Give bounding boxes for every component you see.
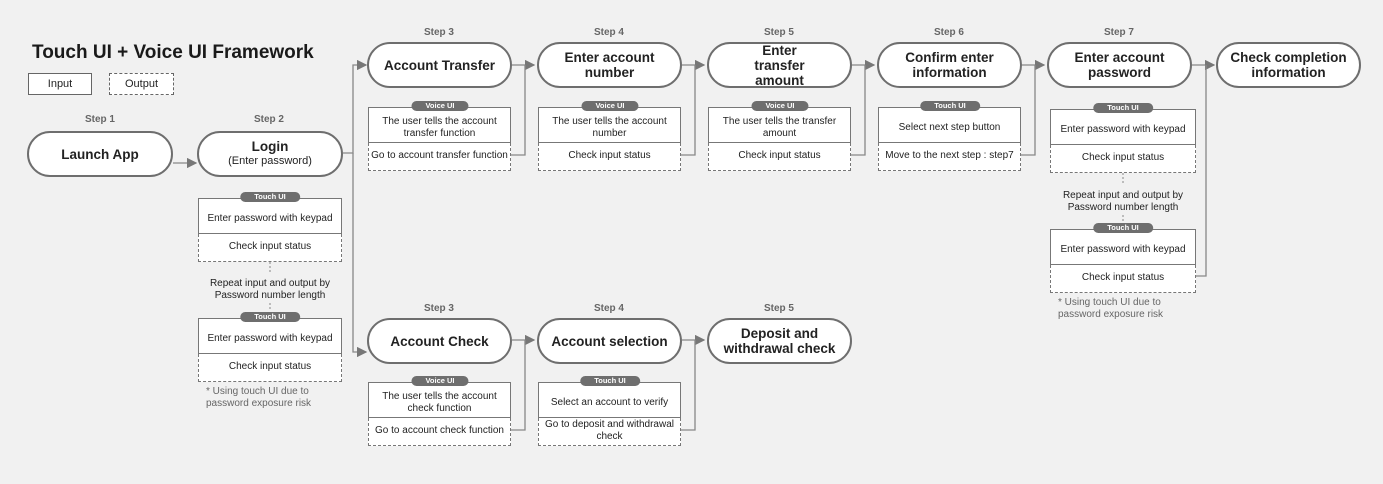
card-account-check: The user tells the account check functio… (368, 382, 511, 446)
node-deposit-withdrawal: Deposit and withdrawal check (707, 318, 852, 364)
card-password-bottom: Enter password with keypad Check input s… (1050, 229, 1196, 293)
card-output: Check input status (708, 142, 851, 171)
card-output: Check input status (1050, 264, 1196, 293)
card-output: Go to deposit and withdrawal check (538, 417, 681, 446)
card-input: Select an account to verify (538, 382, 681, 418)
card-transfer-amount: The user tells the transfer amount Check… (708, 107, 851, 171)
card-account-transfer: The user tells the account transfer func… (368, 107, 511, 171)
touch-ui-badge: Touch UI (240, 312, 300, 322)
voice-ui-badge: Voice UI (411, 376, 469, 386)
card-input: The user tells the account transfer func… (368, 107, 511, 143)
card-account-selection: Select an account to verify Go to deposi… (538, 382, 681, 446)
step-label: Step 5 (763, 303, 794, 314)
node-login: Login(Enter password) (197, 131, 343, 177)
card-output: Check input status (198, 353, 342, 382)
step-label: Step 3 (423, 27, 454, 38)
legend-output: Output (109, 73, 174, 95)
card-output: Move to the next step : step7 (878, 142, 1021, 171)
repeat-note: Repeat input and output by Password numb… (209, 278, 331, 301)
touch-ui-badge: Touch UI (1093, 223, 1153, 233)
card-output: Check input status (198, 233, 342, 262)
card-account-number: The user tells the account number Check … (538, 107, 681, 171)
node-enter-account-number: Enter account number (537, 42, 682, 88)
footnote: * Using touch UI due to password exposur… (206, 386, 312, 409)
node-account-check: Account Check (367, 318, 512, 364)
card-output: Go to account transfer function (368, 142, 511, 171)
legend-input: Input (28, 73, 92, 95)
repeat-note: Repeat input and output by Password numb… (1062, 190, 1184, 213)
card-login-bottom: Enter password with keypad Check input s… (198, 318, 342, 382)
card-login-top: Enter password with keypad Check input s… (198, 198, 342, 262)
step-label: Step 1 (84, 114, 115, 125)
card-confirm: Select next step button Move to the next… (878, 107, 1021, 171)
step-label: Step 6 (933, 27, 964, 38)
touch-ui-badge: Touch UI (580, 376, 640, 386)
voice-ui-badge: Voice UI (411, 101, 469, 111)
node-account-transfer: Account Transfer (367, 42, 512, 88)
card-input: Enter password with keypad (198, 198, 342, 234)
card-input: Enter password with keypad (198, 318, 342, 354)
card-output: Go to account check function (368, 417, 511, 446)
step-label: Step 4 (593, 27, 624, 38)
card-input: Select next step button (878, 107, 1021, 143)
node-account-selection: Account selection (537, 318, 682, 364)
card-input: The user tells the account number (538, 107, 681, 143)
footnote: * Using touch UI due to password exposur… (1058, 297, 1164, 320)
card-output: Check input status (538, 142, 681, 171)
node-enter-transfer-amount: Enter transfer amount (707, 42, 852, 88)
step-label: Step 7 (1103, 27, 1134, 38)
voice-ui-badge: Voice UI (751, 101, 809, 111)
node-confirm-information: Confirm enter information (877, 42, 1022, 88)
card-input: Enter password with keypad (1050, 229, 1196, 265)
node-launch-app: Launch App (27, 131, 173, 177)
card-input: The user tells the transfer amount (708, 107, 851, 143)
node-check-completion: Check completion information (1216, 42, 1361, 88)
card-input: Enter password with keypad (1050, 109, 1196, 145)
step-label: Step 2 (253, 114, 284, 125)
card-input: The user tells the account check functio… (368, 382, 511, 418)
arrow-login-check (352, 153, 368, 358)
step-label: Step 3 (423, 303, 454, 314)
step-label: Step 5 (763, 27, 794, 38)
node-enter-account-password: Enter account password (1047, 42, 1192, 88)
touch-ui-badge: Touch UI (1093, 103, 1153, 113)
page-title: Touch UI + Voice UI Framework (32, 42, 314, 63)
card-output: Check input status (1050, 144, 1196, 173)
touch-ui-badge: Touch UI (920, 101, 980, 111)
touch-ui-badge: Touch UI (240, 192, 300, 202)
voice-ui-badge: Voice UI (581, 101, 639, 111)
arrow-login-transfer (343, 59, 368, 154)
step-label: Step 4 (593, 303, 624, 314)
card-password-top: Enter password with keypad Check input s… (1050, 109, 1196, 173)
